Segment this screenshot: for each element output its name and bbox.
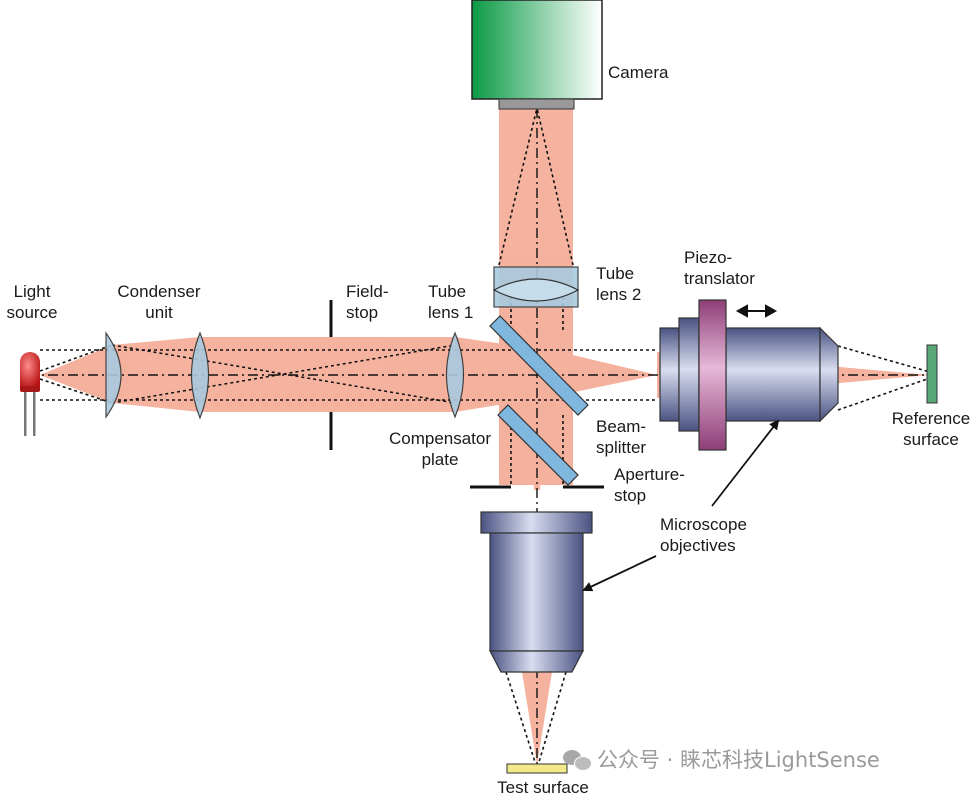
- light-source-label-line-1: Light: [13, 282, 51, 301]
- tube-lens-1-label-line-2: lens 1: [428, 303, 474, 322]
- piezo-translator-label-line-1: Piezo-: [684, 248, 733, 267]
- condenser-lens-2: [190, 331, 210, 420]
- beam-splitter-label: Beam- splitter: [596, 416, 646, 458]
- condenser-unit-label-line-1: Condenser: [117, 282, 201, 301]
- camera-label: Camera: [608, 63, 669, 82]
- field-stop-label-line-1: Field-: [346, 282, 389, 301]
- reference-surface: [926, 344, 938, 404]
- led-light-source: [20, 352, 40, 436]
- tube-lens-2-label-line-2: lens 2: [596, 285, 642, 304]
- objective-vertical: [480, 511, 593, 673]
- reference-surface-label-line-2: surface: [903, 430, 959, 449]
- beam-led-fan: [40, 345, 112, 403]
- tube-lens-1-label-line-1: Tube: [428, 282, 467, 301]
- beam-test-arm: [522, 672, 552, 765]
- piezo-translator: [698, 299, 727, 451]
- beam-splitter-label-line-2: splitter: [596, 438, 647, 457]
- piezo-translator-label: Piezo- translator: [684, 247, 755, 289]
- tube-lens-2: [492, 266, 580, 308]
- arrow-to-horizontal-objective: [711, 419, 780, 507]
- compensator-plate-label-line-1: Compensator: [388, 429, 492, 448]
- pointer-arrows: [582, 419, 780, 592]
- piezo-motion-arrow-icon: [735, 304, 778, 318]
- condenser-unit-label-line-2: unit: [145, 303, 173, 322]
- microscope-objectives-label-line-2: objectives: [660, 536, 736, 555]
- compensator-plate: [497, 404, 579, 486]
- piezo-translator-label-line-2: translator: [684, 269, 755, 288]
- compensator-plate-label: Compensator plate: [378, 428, 502, 470]
- field-stop-label-line-2: stop: [346, 303, 379, 322]
- test-surface-label: Test surface: [497, 778, 589, 797]
- compensator-plate-label-line-2: plate: [421, 450, 459, 469]
- condenser-unit-label: Condenser unit: [104, 281, 214, 323]
- arrow-to-vertical-objective: [582, 555, 657, 592]
- marginal-rays: [39, 107, 931, 763]
- microscope-objectives-label: Microscope objectives: [660, 514, 747, 556]
- watermark: 公众号 · 睐芯科技LightSense: [563, 744, 880, 774]
- tube-lens-1: [445, 331, 465, 419]
- condenser-lens-1: [105, 331, 122, 419]
- beam-splitter-label-line-1: Beam-: [596, 417, 647, 436]
- objective-horizontal: [659, 317, 839, 432]
- aperture-stop-label-line-2: stop: [614, 486, 647, 505]
- reference-surface-label: Reference surface: [884, 408, 978, 450]
- tube-lens-2-label-line-1: Tube: [596, 264, 635, 283]
- light-source-label: Light source: [0, 281, 64, 323]
- microscope-objectives-label-line-1: Microscope: [660, 515, 747, 534]
- field-stop-label: Field- stop: [346, 281, 389, 323]
- tube-lens-2-label: Tube lens 2: [596, 263, 641, 305]
- test-surface: [506, 763, 568, 774]
- beam-splitter: [489, 315, 589, 416]
- reference-surface-label-line-1: Reference: [891, 409, 971, 428]
- aperture-stop-label: Aperture- stop: [614, 464, 685, 506]
- aperture-stop-label-line-1: Aperture-: [614, 465, 685, 484]
- camera: [471, 0, 603, 110]
- condenser-lenses: [105, 331, 210, 420]
- tube-lens-1-label: Tube lens 1: [428, 281, 473, 323]
- wechat-icon: [563, 748, 592, 771]
- light-source-label-line-2: source: [6, 303, 58, 322]
- watermark-text: 公众号 · 睐芯科技LightSense: [597, 748, 880, 772]
